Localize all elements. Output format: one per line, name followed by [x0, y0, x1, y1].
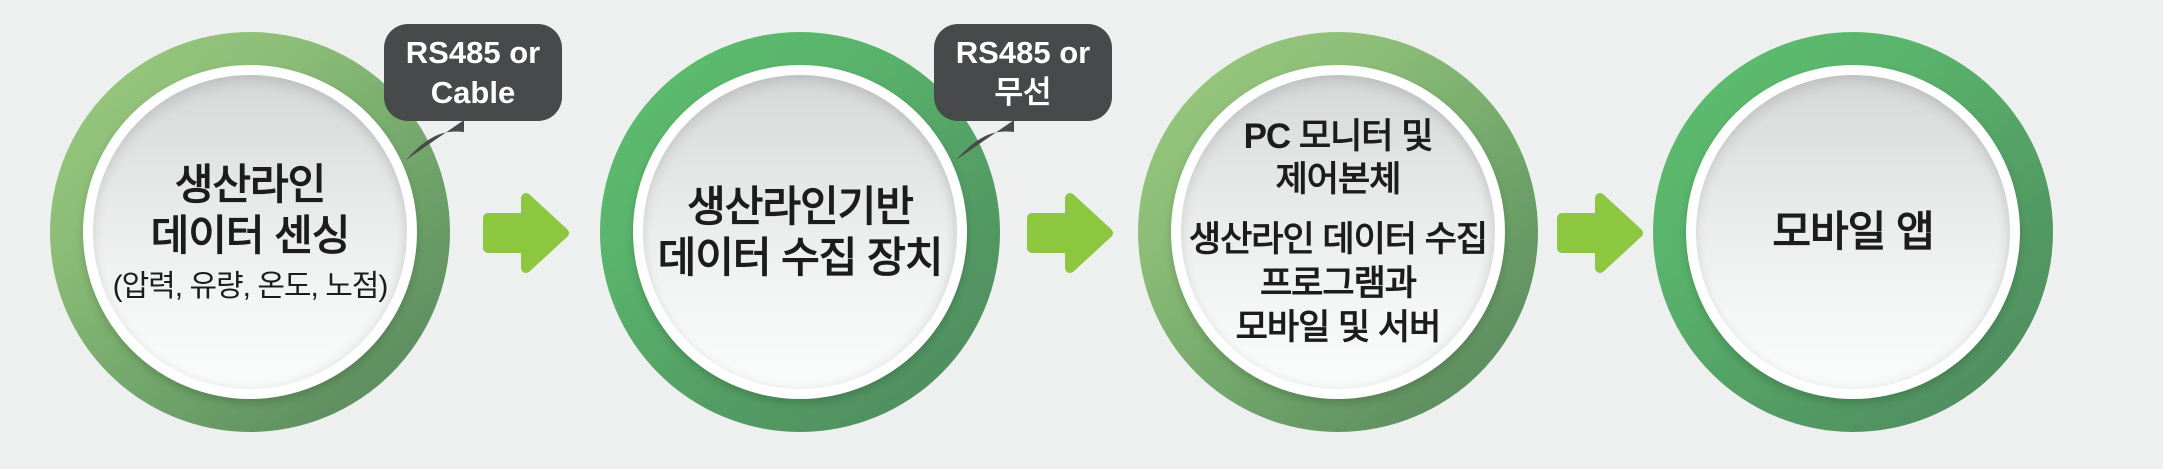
node-text-block: 생산라인 데이터 센싱 (압력, 유량, 온도, 노점): [93, 75, 407, 389]
node-text-block: 생산라인기반 데이터 수집 장치: [643, 75, 957, 389]
node-disc: [1696, 75, 2010, 389]
node-title: 생산라인기반 데이터 수집 장치: [657, 182, 944, 281]
node-disc: [93, 75, 407, 389]
node-text-block: PC 모니터 및 제어본체 생산라인 데이터 수집 프로그램과 모바일 및 서버: [1181, 75, 1495, 389]
connection-label-bubble: RS485 or Cable: [384, 24, 562, 161]
node-title: 생산라인 데이터 센싱: [150, 160, 351, 259]
node-title: 모바일 앱: [1772, 208, 1934, 256]
bubble-tail: [406, 120, 464, 161]
node-body: 생산라인 데이터 수집 프로그램과 모바일 및 서버: [1188, 220, 1488, 347]
flow-node-sensing: 생산라인 데이터 센싱 (압력, 유량, 온도, 노점) RS485 or Ca…: [50, 24, 562, 432]
flow-arrow-icon: [483, 193, 569, 273]
bubble-text: RS485 or Cable: [405, 35, 541, 110]
node-text-block: 모바일 앱: [1696, 75, 2010, 389]
flow-node-pc-server: PC 모니터 및 제어본체 생산라인 데이터 수집 프로그램과 모바일 및 서버: [1138, 32, 1538, 432]
flow-arrow-icon: [1027, 193, 1113, 273]
bubble-text: RS485 or 무선: [955, 35, 1091, 110]
node-subtitle: (압력, 유량, 온도, 노점): [112, 270, 389, 304]
node-disc: [643, 75, 957, 389]
flow-node-collector: 생산라인기반 데이터 수집 장치 RS485 or 무선: [600, 24, 1112, 432]
bubble-tail: [956, 120, 1014, 161]
flow-arrow-icon: [1557, 193, 1643, 273]
connection-label-bubble: RS485 or 무선: [934, 24, 1112, 161]
flow-node-mobile-app: 모바일 앱: [1653, 32, 2053, 432]
node-title: PC 모니터 및 제어본체: [1243, 116, 1434, 200]
node-disc: [1181, 75, 1495, 389]
